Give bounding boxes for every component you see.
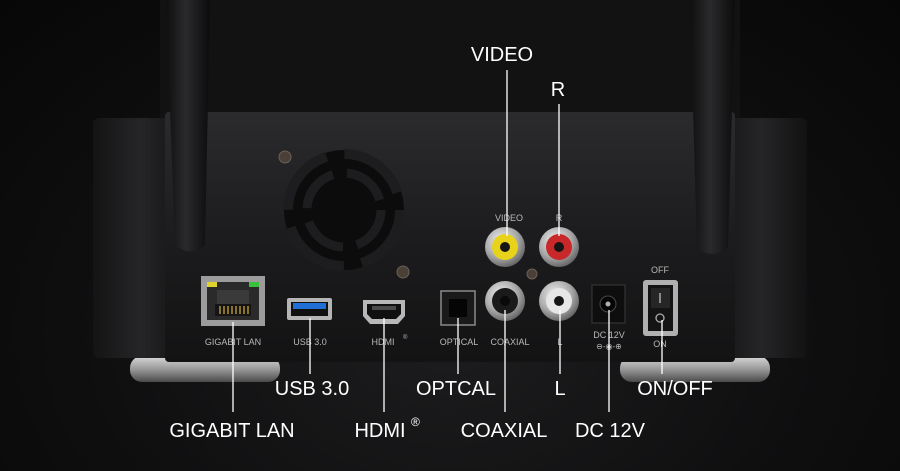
screw [396, 265, 410, 279]
panel-label-video: VIDEO [495, 213, 523, 223]
callout-on-off: ON/OFF [637, 378, 713, 400]
left-antenna [166, 0, 210, 252]
left-foot [130, 356, 280, 382]
video-jack [485, 227, 525, 267]
callout-coaxial: COAXIAL [461, 420, 548, 442]
ethernet-port [201, 276, 265, 326]
callout-hdmi-mark: ® [411, 415, 420, 429]
l-audio-jack [539, 281, 579, 321]
callout-video: VIDEO [471, 44, 533, 66]
callout-dc: DC 12V [575, 420, 646, 442]
callout-gigabit-lan: GIGABIT LAN [169, 420, 294, 442]
fan-grille [283, 149, 405, 271]
screw [278, 150, 292, 164]
left-side-pillar [93, 118, 188, 358]
panel-label-hdmi-mark: ® [403, 334, 408, 341]
right-side-pillar [715, 118, 807, 358]
callout-hdmi: HDMI [354, 420, 405, 442]
panel-label-coaxial: COAXIAL [490, 337, 529, 347]
right-foot [620, 356, 770, 382]
r-audio-jack [539, 227, 579, 267]
callout-usb: USB 3.0 [275, 378, 349, 400]
screw [526, 268, 538, 280]
power-switch [643, 280, 678, 336]
lan-led-right [249, 282, 259, 287]
callout-l: L [554, 378, 565, 400]
device-top [160, 0, 740, 118]
coaxial-jack [485, 281, 525, 321]
callout-r: R [551, 79, 565, 101]
panel-label-on: ON [653, 339, 667, 349]
lan-led-left [207, 282, 217, 287]
callout-lines [232, 70, 663, 412]
usb-port [287, 298, 332, 320]
hdmi-port [363, 300, 405, 324]
panel-label-hdmi: HDMI [372, 337, 395, 347]
panel-label-optical: OPTICAL [440, 337, 479, 347]
panel-label-off: OFF [651, 265, 669, 275]
usb-tongue [293, 303, 326, 309]
right-antenna [690, 0, 735, 254]
callout-optical: OPTCAL [416, 378, 496, 400]
